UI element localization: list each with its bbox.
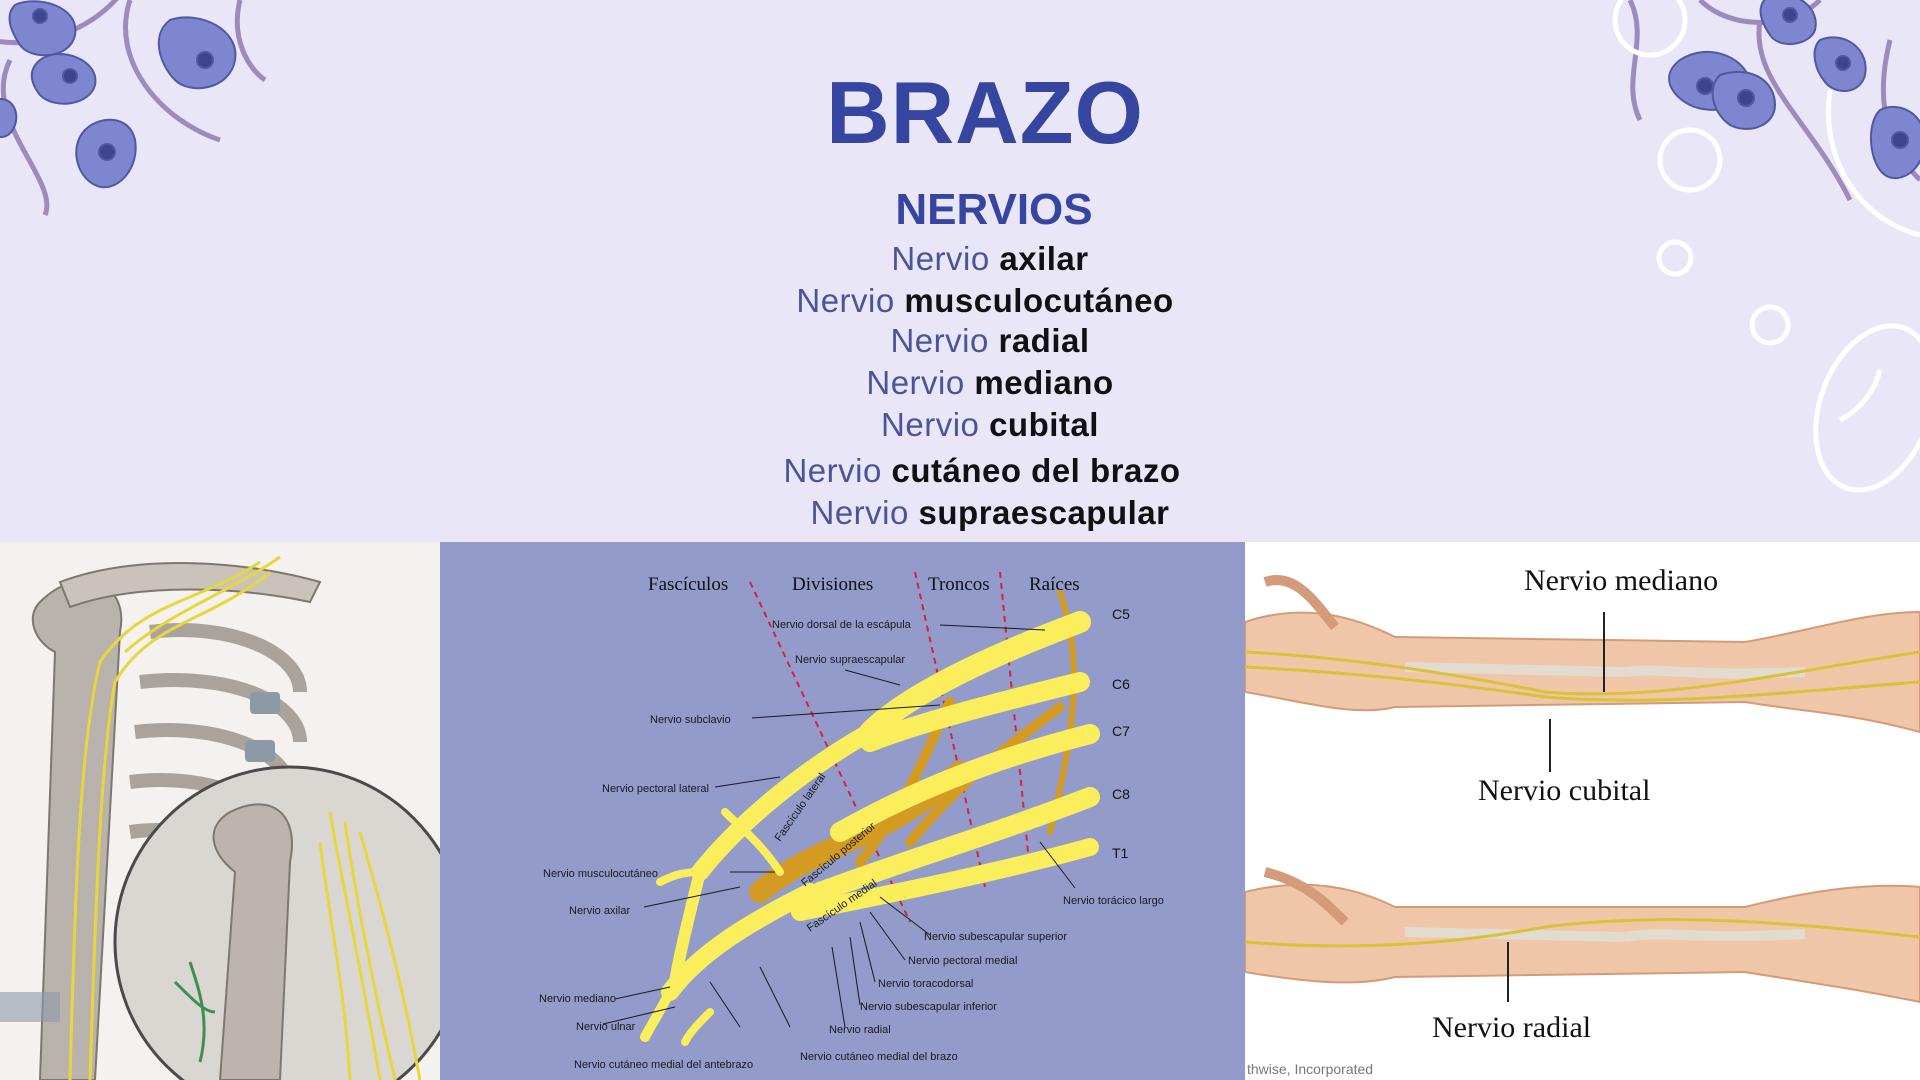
label-dorsal-escapula: Nervio dorsal de la escápula (772, 619, 912, 631)
label-subclavio: Nervio subclavio (650, 714, 731, 726)
label-supraescapular: Nervio supraescapular (795, 654, 905, 666)
label-ulnar: Nervio ulnar (576, 1021, 636, 1033)
root-c6: C6 (1112, 676, 1130, 692)
label-nervio-cubital: Nervio cubital (1478, 774, 1650, 807)
decorative-cells-left (0, 0, 267, 216)
nerve-name: cubital (989, 406, 1099, 443)
root-c7: C7 (1112, 723, 1130, 739)
label-musculocutaneo: Nervio musculocutáneo (543, 868, 658, 880)
nerve-item-mediano: Nervio mediano (0, 364, 1920, 402)
label-cutaneo-antebrazo: Nervio cutáneo medial del antebrazo (574, 1059, 753, 1071)
decorative-cells-right (1612, 0, 1920, 493)
slide-title: BRAZO (826, 63, 1144, 162)
label-pectoral-medial: Nervio pectoral medial (908, 955, 1017, 967)
nerve-prefix: Nervio (796, 282, 895, 319)
nerve-prefix: Nervio (890, 322, 989, 359)
nerve-name: axilar (999, 240, 1089, 277)
label-mediano: Nervio mediano (539, 993, 616, 1005)
nerve-name: supraescapular (918, 494, 1170, 531)
label-nervio-radial: Nervio radial (1432, 1011, 1591, 1044)
root-c5: C5 (1112, 606, 1130, 622)
nerve-item-musculocutaneo: Nervio musculocutáneo (0, 282, 1920, 320)
nerve-prefix: Nervio (881, 406, 980, 443)
nerve-prefix: Nervio (891, 240, 990, 277)
slide-subtitle: NERVIOS (895, 185, 1093, 234)
label-axilar: Nervio axilar (569, 905, 630, 917)
root-t1: T1 (1112, 845, 1129, 861)
label-cutaneo-brazo: Nervio cutáneo medial del brazo (800, 1051, 958, 1063)
forearm-nerves-image: Nervio mediano Nervio cubital Nervio rad… (1245, 542, 1920, 1080)
nerve-name: mediano (974, 364, 1114, 401)
label-pectoral-lateral: Nervio pectoral lateral (602, 783, 709, 795)
nerve-prefix: Nervio (866, 364, 965, 401)
header-fasciculos: Fascículos (648, 574, 728, 595)
nerve-item-cutaneo-brazo: Nervio cutáneo del brazo (0, 452, 1920, 490)
nerve-prefix: Nervio (810, 494, 909, 531)
header-raices: Raíces (1029, 574, 1080, 595)
image-credit: thwise, Incorporated (1247, 1061, 1373, 1077)
nerve-item-radial: Nervio radial (0, 322, 1920, 360)
nerve-name: radial (998, 322, 1090, 359)
label-radial: Nervio radial (829, 1024, 891, 1036)
nerve-item-cubital: Nervio cubital (0, 406, 1920, 444)
label-subescapular-inferior: Nervio subescapular inferior (860, 1001, 997, 1013)
nerve-name: musculocutáneo (904, 282, 1174, 319)
header-divisiones: Divisiones (792, 574, 873, 595)
label-toracico-largo: Nervio torácico largo (1063, 895, 1164, 907)
header-troncos: Troncos (928, 574, 990, 595)
nerve-item-supraescapular: Nervio supraescapular (0, 494, 1920, 532)
brachial-plexus-diagram: Fascículos Divisiones Troncos Raíces C5 … (440, 542, 1245, 1080)
nerve-name: cutáneo del brazo (891, 452, 1181, 489)
label-subescapular-superior: Nervio subescapular superior (924, 931, 1067, 943)
root-c8: C8 (1112, 786, 1130, 802)
shoulder-anatomy-image (0, 542, 440, 1080)
label-toracodorsal: Nervio toracodorsal (878, 978, 973, 990)
nerve-item-axilar: Nervio axilar (0, 240, 1920, 278)
nerve-prefix: Nervio (783, 452, 882, 489)
label-nervio-mediano: Nervio mediano (1524, 564, 1718, 597)
